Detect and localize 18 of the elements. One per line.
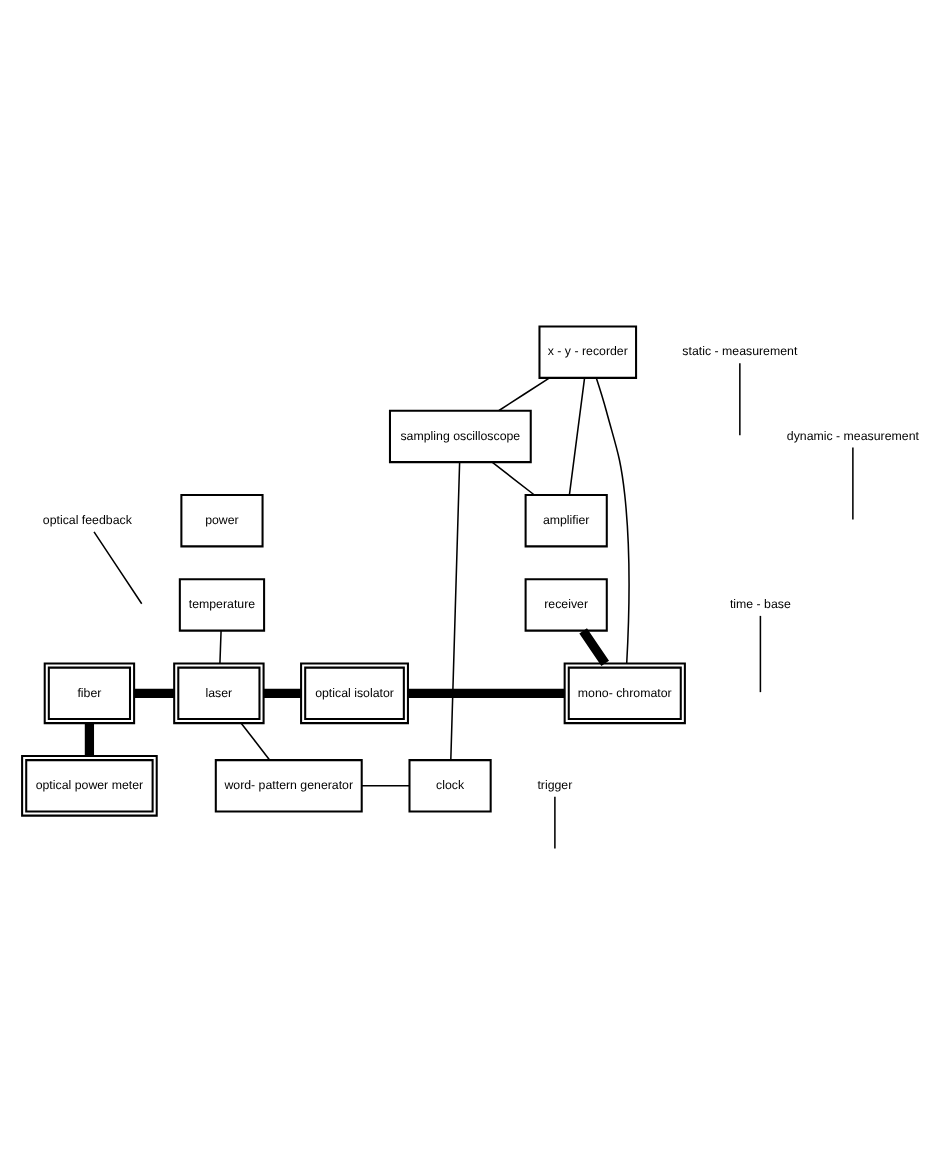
connector: [490, 460, 534, 495]
connector: [133, 687, 173, 697]
connector: [553, 794, 555, 849]
connector: [567, 376, 585, 495]
connector: [360, 784, 410, 786]
connector: [738, 361, 740, 436]
connector: [594, 376, 629, 664]
connector: [851, 445, 853, 520]
connector: [218, 629, 221, 664]
connector: [449, 460, 460, 760]
connector: [239, 721, 270, 760]
connector: [83, 722, 94, 755]
connector: [92, 530, 142, 604]
connector: [262, 687, 300, 697]
connector: [497, 376, 550, 411]
connector: [407, 687, 564, 697]
connector: [578, 627, 608, 666]
connector: [758, 614, 761, 692]
